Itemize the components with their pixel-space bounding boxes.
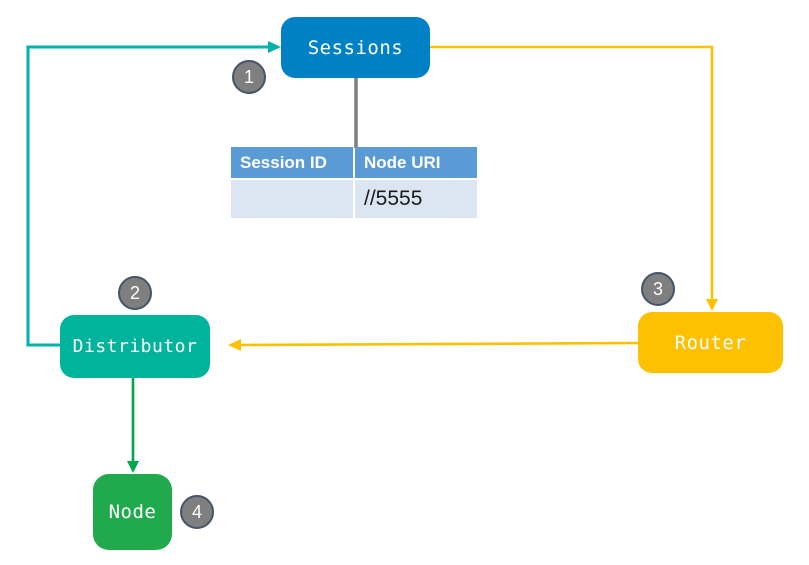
session-table-header-session-id: Session ID [231,147,353,178]
node-sessions[interactable]: Sessions [281,17,430,78]
session-table-cell-node-uri: //5555 [355,180,477,218]
connector-router-to-distributor [240,341,639,347]
connector-sessions-to-router [430,45,714,300]
table-row: //5555 [231,180,477,218]
session-table-cell-session-id [231,180,353,218]
node-distributor[interactable]: Distributor [60,315,210,378]
arrowhead-into-distributor [228,339,241,351]
node-router[interactable]: Router [638,312,783,373]
step-badge-2-number: 2 [129,282,140,303]
session-table: Session ID Node URI //5555 [231,147,477,218]
connector-distributor-to-sessions [26,45,268,347]
node-node-label: Node [108,501,157,523]
node-distributor-label: Distributor [72,336,198,357]
session-table-header-node-uri: Node URI [355,147,477,178]
step-badge-4-number: 4 [191,501,202,522]
arrowhead-into-node [127,461,139,473]
step-badge-2: 2 [118,276,152,310]
node-router-label: Router [674,331,747,354]
step-badge-4: 4 [180,495,214,529]
step-badge-3: 3 [641,272,675,306]
step-badge-3-number: 3 [652,278,663,299]
arrowhead-into-router [706,299,718,311]
step-badge-1: 1 [232,60,266,94]
session-table-header-row: Session ID Node URI [231,147,477,178]
node-sessions-label: Sessions [307,36,404,59]
step-badge-1-number: 1 [243,66,254,87]
node-node[interactable]: Node [93,474,172,550]
arrowhead-into-sessions [268,41,281,53]
